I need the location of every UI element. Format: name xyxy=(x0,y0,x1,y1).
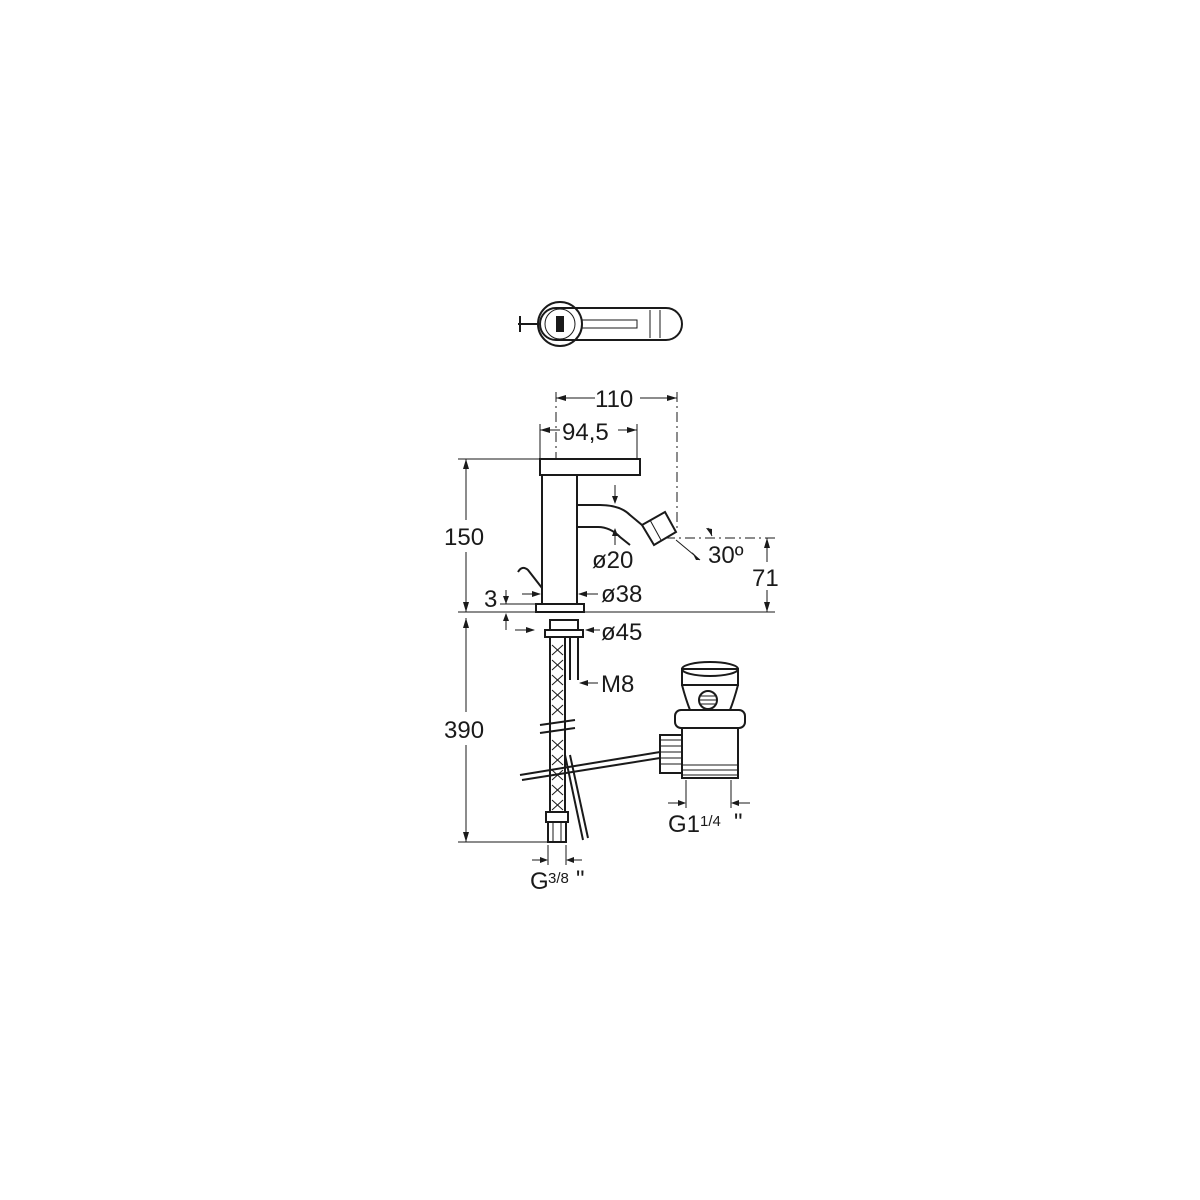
dim-waste-thread: G1 1/4 " xyxy=(668,809,743,838)
dim-spout-height: 71 xyxy=(752,565,779,592)
dim-height-overall: 150 xyxy=(444,524,484,551)
dim-rod-thread: M8 xyxy=(601,671,634,698)
popup-rod xyxy=(519,751,661,841)
supply-thread-fraction: 3/8 xyxy=(548,870,569,887)
dim-body-diameter: ø38 xyxy=(601,581,642,608)
dim-spout-angle: 30º xyxy=(708,542,744,569)
dim-width-spout: 94,5 xyxy=(562,419,609,446)
waste-valve xyxy=(659,661,746,779)
waste-thread-main: G1 xyxy=(668,811,700,838)
waste-thread-fraction: 1/4 xyxy=(700,813,721,830)
logo-mark xyxy=(556,316,564,332)
dim-base-diameter: ø45 xyxy=(601,619,642,646)
dim-base-gap: 3 xyxy=(484,586,497,613)
supply-thread-inch: " xyxy=(576,866,585,893)
supply-thread-main: G xyxy=(530,868,549,895)
top-view xyxy=(518,301,683,347)
waste-thread-inch: " xyxy=(734,809,743,836)
dim-hose-length: 390 xyxy=(444,717,484,744)
dim-width-overall: 110 xyxy=(595,386,633,413)
dim-supply-thread: G 3/8 " xyxy=(530,866,585,895)
dimension-lines xyxy=(458,392,775,865)
dim-spout-diameter: ø20 xyxy=(592,547,633,574)
